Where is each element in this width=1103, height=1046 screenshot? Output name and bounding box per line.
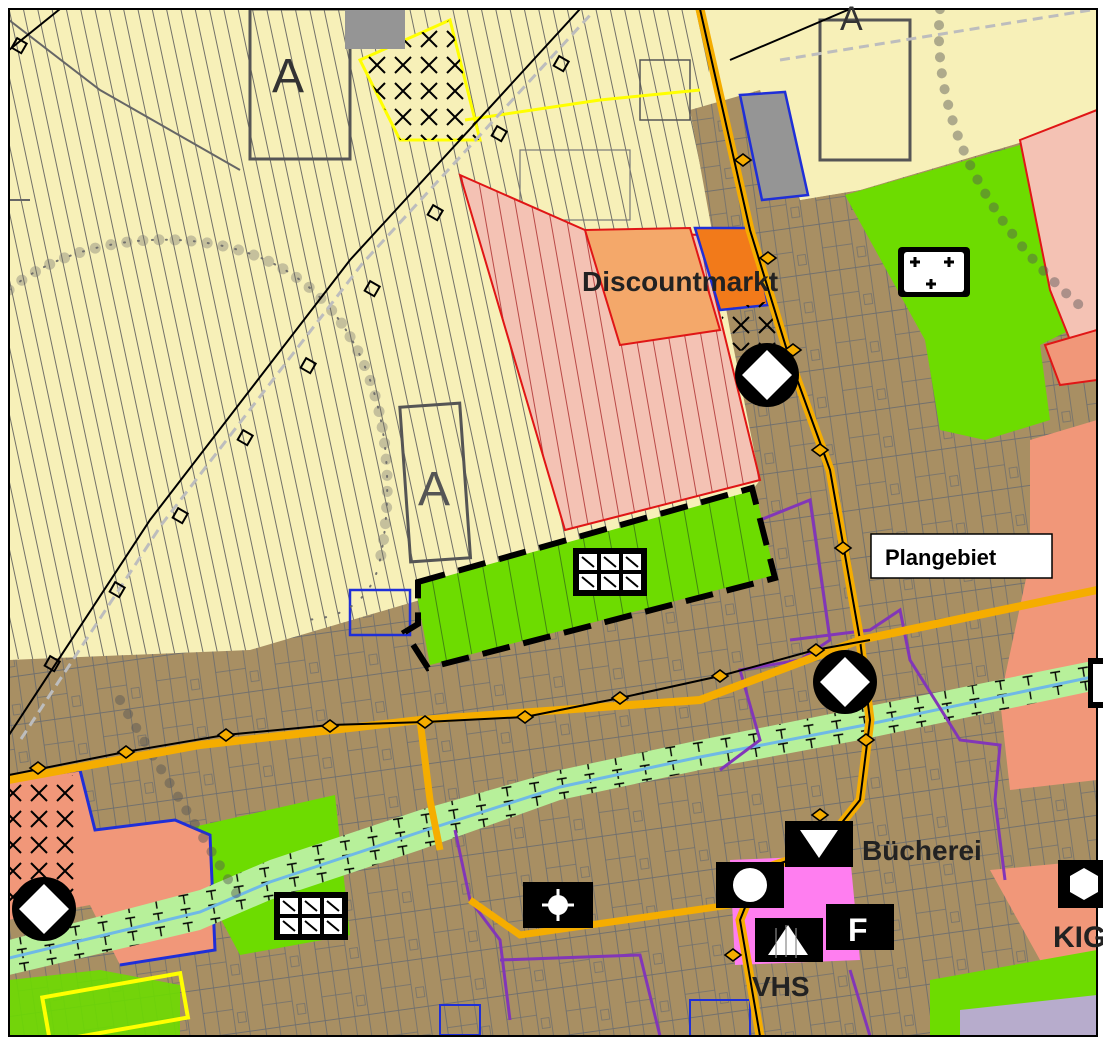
retail-area xyxy=(583,226,722,347)
allotment-garden-icon xyxy=(274,892,348,940)
area-a-label-topright: A xyxy=(840,0,863,38)
sports-target-icon xyxy=(523,882,593,928)
discountmarkt-label: Discountmarkt xyxy=(582,266,778,297)
vhs-label: VHS xyxy=(752,971,810,1002)
buecherei-label: Bücherei xyxy=(862,835,982,866)
library-triangle-icon xyxy=(785,821,853,867)
park-symbol-icon xyxy=(898,247,970,297)
adult-education-icon xyxy=(755,918,823,962)
plangebiet-label-box xyxy=(870,533,1053,579)
diamond-symbol-icon xyxy=(813,650,877,714)
allotment-garden-icon xyxy=(573,548,647,596)
diamond-symbol-icon xyxy=(12,877,76,941)
stream xyxy=(9,674,1097,960)
map-border xyxy=(8,8,1098,1037)
area-a-label-mid: A xyxy=(418,463,450,516)
plan-area-boundary xyxy=(400,484,779,672)
area-a-label-top: A xyxy=(272,50,304,103)
diamond-symbol-icon xyxy=(735,343,799,407)
fire-station-icon: F xyxy=(826,904,894,950)
circle-facility-icon xyxy=(716,862,784,908)
kig-label: KIG xyxy=(1053,921,1103,954)
plangebiet-label: Plangebiet xyxy=(885,545,997,570)
fire-station-letter: F xyxy=(848,912,868,948)
hexagon-facility-icon xyxy=(1058,860,1103,908)
edge-symbol-inner xyxy=(1093,664,1103,702)
